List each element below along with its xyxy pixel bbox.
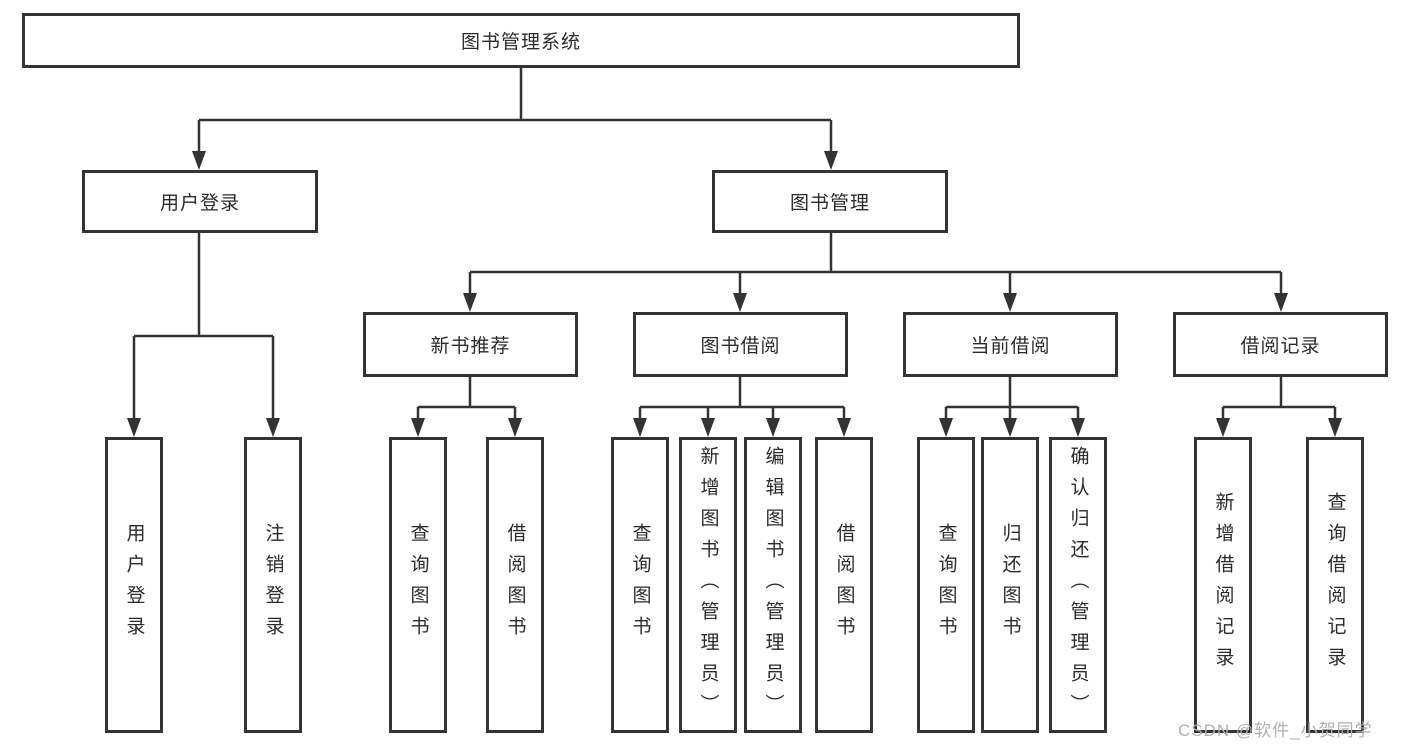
node-label: 确认归还（管理员） [1067,445,1089,725]
node-label: 图书借阅 [700,336,781,357]
node-current-borrow: 当前借阅 [903,312,1118,377]
node-label: 注销登录 [262,523,284,647]
node-leaf-return-book: 归还图书 [981,437,1039,733]
node-leaf-logout: 注销登录 [244,437,302,733]
node-label: 查询图书 [629,523,651,647]
node-leaf-add-borrow-record: 新增借阅记录 [1194,437,1252,733]
node-new-book-recommend: 新书推荐 [363,312,578,377]
arrowhead-icons [127,151,1342,437]
node-label: 新增图书（管理员） [697,445,719,725]
node-leaf-user-login: 用户登录 [105,437,163,733]
node-label: 用户登录 [123,523,145,647]
node-label: 借阅图书 [504,523,526,647]
node-book-management-module: 图书管理 [712,170,948,233]
node-leaf-query-books-borrow: 查询图书 [611,437,669,733]
node-leaf-borrow-book-recommend: 借阅图书 [486,437,544,733]
node-label: 查询图书 [407,523,429,647]
node-label: 借阅记录 [1240,336,1321,357]
node-leaf-query-borrow-record: 查询借阅记录 [1306,437,1364,733]
node-leaf-edit-book-admin: 编辑图书（管理员） [744,437,802,733]
node-borrow-record: 借阅记录 [1173,312,1388,377]
node-leaf-borrow-book: 借阅图书 [815,437,873,733]
node-label: 用户登录 [159,193,240,214]
node-leaf-query-books-current: 查询图书 [917,437,975,733]
node-leaf-query-books-recommend: 查询图书 [389,437,447,733]
node-label: 查询图书 [935,523,957,647]
node-label: 查询借阅记录 [1324,492,1346,678]
node-label: 新增借阅记录 [1212,492,1234,678]
node-label: 新书推荐 [430,336,511,357]
node-label: 当前借阅 [970,336,1051,357]
node-book-borrow: 图书借阅 [633,312,848,377]
node-label: 归还图书 [999,523,1021,647]
node-root-label: 图书管理系统 [460,32,581,53]
node-label: 图书管理 [789,193,870,214]
node-label: 借阅图书 [833,523,855,647]
csdn-watermark: CSDN @软件_小贺同学 [1178,721,1373,740]
node-leaf-add-book-admin: 新增图书（管理员） [679,437,737,733]
node-root-system: 图书管理系统 [22,13,1020,68]
node-leaf-confirm-return-admin: 确认归还（管理员） [1049,437,1107,733]
node-label: 编辑图书（管理员） [762,445,784,725]
node-user-login-module: 用户登录 [82,170,318,233]
